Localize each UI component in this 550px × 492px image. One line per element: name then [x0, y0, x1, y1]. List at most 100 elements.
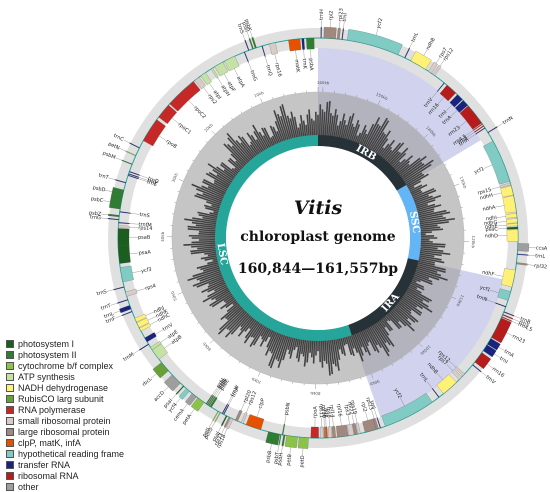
legend-swatch [6, 472, 14, 480]
legend-swatch [6, 428, 14, 436]
tick-mark [187, 170, 189, 171]
tick-label: 50kb [169, 290, 178, 302]
legend-item: ribosomal RNA [6, 470, 126, 481]
legend-label: other [18, 482, 39, 492]
legend-label: large ribosomal protein [18, 427, 110, 437]
tick-mark [199, 150, 201, 151]
gene-leader [204, 88, 209, 95]
gene-label: ndhB [425, 36, 437, 51]
gene-label: trnS [139, 212, 150, 219]
tick-label: 10kb [253, 90, 265, 99]
gene-label: psaA [138, 249, 151, 256]
gene-leader [352, 415, 354, 424]
gene-leader [491, 187, 500, 189]
tick-label: 80kb [310, 391, 320, 396]
gene-leader [217, 390, 222, 398]
gene-label: rpl16 [335, 403, 343, 417]
gene-leader [376, 28, 378, 35]
gene-leader [163, 387, 168, 392]
tick-mark [458, 196, 460, 197]
gene-leader [372, 410, 375, 419]
gene-label: rpl32 [534, 263, 548, 271]
gene-block-rpoA [311, 427, 319, 438]
tick-mark [231, 118, 232, 120]
gene-leader [497, 217, 506, 218]
legend-label: hypothetical reading frame [18, 449, 124, 459]
gene-leader [211, 422, 214, 428]
legend-swatch [6, 362, 14, 370]
gene-leader [281, 446, 282, 453]
gene-leader [333, 417, 334, 426]
legend-swatch [6, 340, 14, 348]
gene-leader [133, 350, 139, 354]
tick-mark [272, 97, 273, 99]
gene-leader [275, 54, 277, 63]
gc-bar [189, 236, 219, 237]
gene-label: trnQ [264, 64, 273, 76]
center-subtitle: chloroplast genome [240, 229, 396, 245]
gene-leader [241, 402, 245, 410]
gene-leader [139, 179, 148, 182]
gene-label: rps16 [273, 62, 282, 77]
gene-leader [247, 32, 249, 39]
gene-block-ccsA [518, 243, 529, 251]
tick-label: 30kb [170, 172, 179, 184]
gene-leader [304, 50, 305, 59]
gene-leader [108, 178, 115, 180]
gene-leader [224, 429, 227, 435]
tick-label: 120kb [471, 236, 476, 249]
gc-bar [191, 241, 219, 242]
gc-bar [320, 104, 321, 139]
gene-leader [494, 354, 500, 358]
legend-item: RubisCO larg subunit [6, 393, 126, 404]
legend-swatch [6, 351, 14, 359]
gene-label: atpA [235, 76, 246, 90]
gene-leader [343, 22, 344, 29]
gene-block-psbA [306, 38, 314, 49]
gene-block-infA [325, 427, 327, 438]
legend-label: cytochrome b/f complex [18, 361, 113, 371]
tick-label: 70kb [250, 376, 262, 385]
legend-item: NADH dehydrogenase [6, 382, 126, 393]
gene-label: petB [286, 453, 294, 466]
tick-mark [206, 141, 208, 142]
gc-bar [321, 109, 322, 139]
gene-block-matK [288, 39, 301, 51]
gene-leader [115, 316, 122, 319]
tick-mark [178, 292, 183, 294]
gene-leader [484, 165, 492, 168]
gene-leader [101, 218, 108, 219]
gene-block-trnH [321, 27, 322, 38]
tick-mark [222, 125, 223, 127]
gene-leader [284, 415, 286, 424]
gene-leader [440, 60, 444, 66]
tick-mark [239, 361, 240, 363]
legend-swatch [6, 439, 14, 447]
gene-leader [495, 206, 504, 208]
gene-leader [150, 321, 158, 325]
gene-leader [151, 374, 156, 379]
legend-item: clpP, matK, infA [6, 437, 126, 448]
gene-leader [527, 265, 534, 266]
gene-leader [105, 190, 112, 192]
gene-label: psbC [90, 196, 104, 204]
legend-label: small ribosomal protein [18, 416, 111, 426]
gene-leader [160, 337, 168, 342]
gene-label: trnS [96, 289, 107, 297]
gene-leader [103, 201, 110, 202]
legend-swatch [6, 461, 14, 469]
legend-item: photosystem II [6, 349, 126, 360]
gene-leader [514, 316, 521, 319]
gene-leader [243, 33, 245, 40]
tick-mark [450, 174, 452, 175]
gene-label: trnL [535, 253, 546, 260]
gene-leader [111, 303, 118, 305]
gene-leader [278, 445, 279, 452]
gene-block-rps8 [328, 427, 332, 438]
gene-leader [176, 398, 181, 403]
gene-leader [498, 225, 507, 226]
tick-mark [179, 179, 184, 181]
tick-mark [220, 348, 221, 350]
tick-mark [229, 355, 230, 357]
